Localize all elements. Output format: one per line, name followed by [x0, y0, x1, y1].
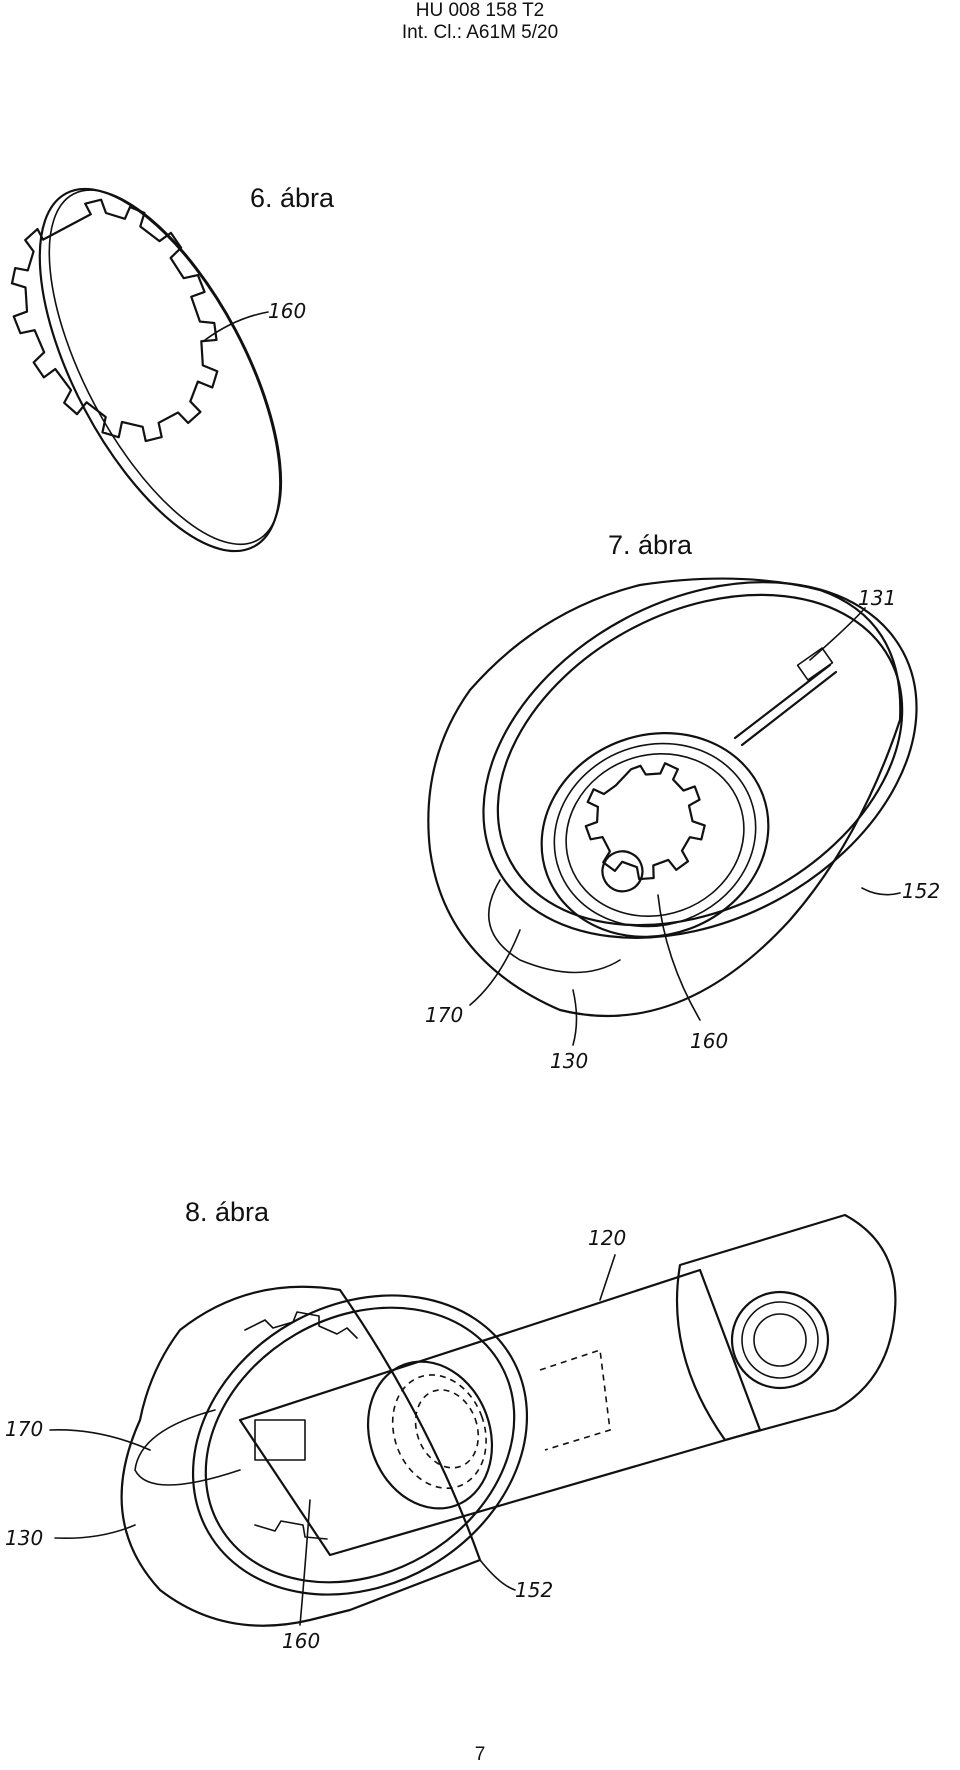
ref-170: 170: [425, 1003, 463, 1027]
ref-170-fig8: 170: [5, 1417, 43, 1441]
ref-152-fig8: 152: [515, 1578, 553, 1602]
classification: Int. Cl.: A61M 5/20: [401, 22, 559, 43]
ref-160-fig6: 160: [268, 299, 306, 323]
patent-number: HU 008 158 T2: [415, 0, 545, 21]
ref-120: 120: [588, 1226, 626, 1250]
ref-152: 152: [902, 879, 940, 903]
figure-8-drawing: 120 170 130 152 160: [5, 1213, 897, 1653]
figure-7-title: 7. ábra: [608, 530, 693, 560]
ref-160-fig7: 160: [690, 1029, 728, 1053]
page-number: 7: [474, 1744, 486, 1765]
ref-160-fig8: 160: [282, 1629, 320, 1653]
document-header: HU 008 158 T2 Int. Cl.: A61M 5/20: [0, 0, 960, 44]
figure-7-drawing: 131 152 170 130 160: [425, 577, 940, 1073]
ref-130-fig8: 130: [5, 1526, 43, 1550]
figure-8-title: 8. ábra: [185, 1197, 270, 1227]
ref-131: 131: [858, 586, 896, 610]
figure-6-title: 6. ábra: [250, 183, 335, 213]
figure-6-drawing: 160: [10, 187, 306, 553]
ref-130: 130: [550, 1049, 588, 1073]
